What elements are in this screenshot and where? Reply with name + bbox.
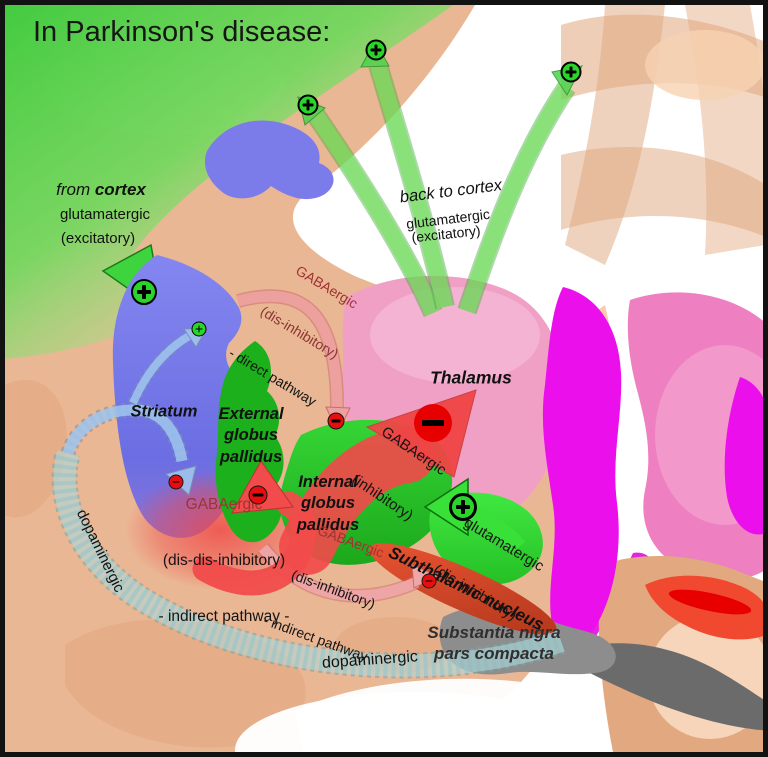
plus-icon — [191, 321, 207, 337]
substantia-nigra-reticulata-gray — [565, 643, 763, 731]
plus-icon — [297, 94, 319, 116]
substantia-nigra-label: Substantia nigra pars compacta — [427, 622, 561, 663]
minus-icon — [327, 412, 345, 430]
direct-pathway-line1: GABAergic — [293, 262, 361, 312]
indirect1-line1: GABAergic — [185, 496, 263, 514]
plus-icon — [365, 39, 387, 61]
from-cortex-label: from cortex — [56, 180, 146, 200]
diagram-art — [5, 5, 763, 752]
caudate-blue — [204, 120, 334, 200]
plus-icon — [449, 493, 477, 521]
direct-pathway-line2: (dis-inhibitory) — [258, 302, 342, 362]
indirect2-line2: (dis-inhibitory) — [289, 566, 378, 613]
striatum-label: Striatum — [130, 402, 198, 421]
internal-gp-label: Internal globus pallidus — [296, 472, 360, 534]
minus-icon — [248, 485, 268, 505]
stn-gpi-line1: glutamatergic — [461, 513, 548, 575]
indirect-striatum-gpe-label: GABAergic (dis-dis-inhibitory) - indirec… — [159, 459, 290, 645]
minus-icon — [414, 404, 452, 442]
from-cortex-effect: (excitatory) — [60, 230, 136, 248]
striatum-shape — [112, 255, 245, 538]
thalamus-label: Thalamus — [430, 367, 512, 388]
from-cortex-word: cortex — [94, 179, 146, 199]
indirect1-line2: (dis-dis-inhibitory) — [162, 552, 286, 569]
from-cortex-transmitter: glutamatergic — [59, 206, 151, 224]
from-cortex-prefix: from — [56, 179, 95, 199]
subthalamic-nucleus-bar — [369, 543, 557, 635]
minus-icon — [168, 474, 184, 490]
magenta-tract — [542, 287, 622, 644]
page-title: In Parkinson's disease: — [33, 16, 331, 48]
plus-icon — [560, 61, 582, 83]
plus-icon — [131, 279, 157, 305]
minus-icon — [421, 573, 437, 589]
indirect1-line3: - indirect pathway - — [158, 607, 290, 625]
external-gp-label: External globus pallidus — [218, 404, 284, 466]
